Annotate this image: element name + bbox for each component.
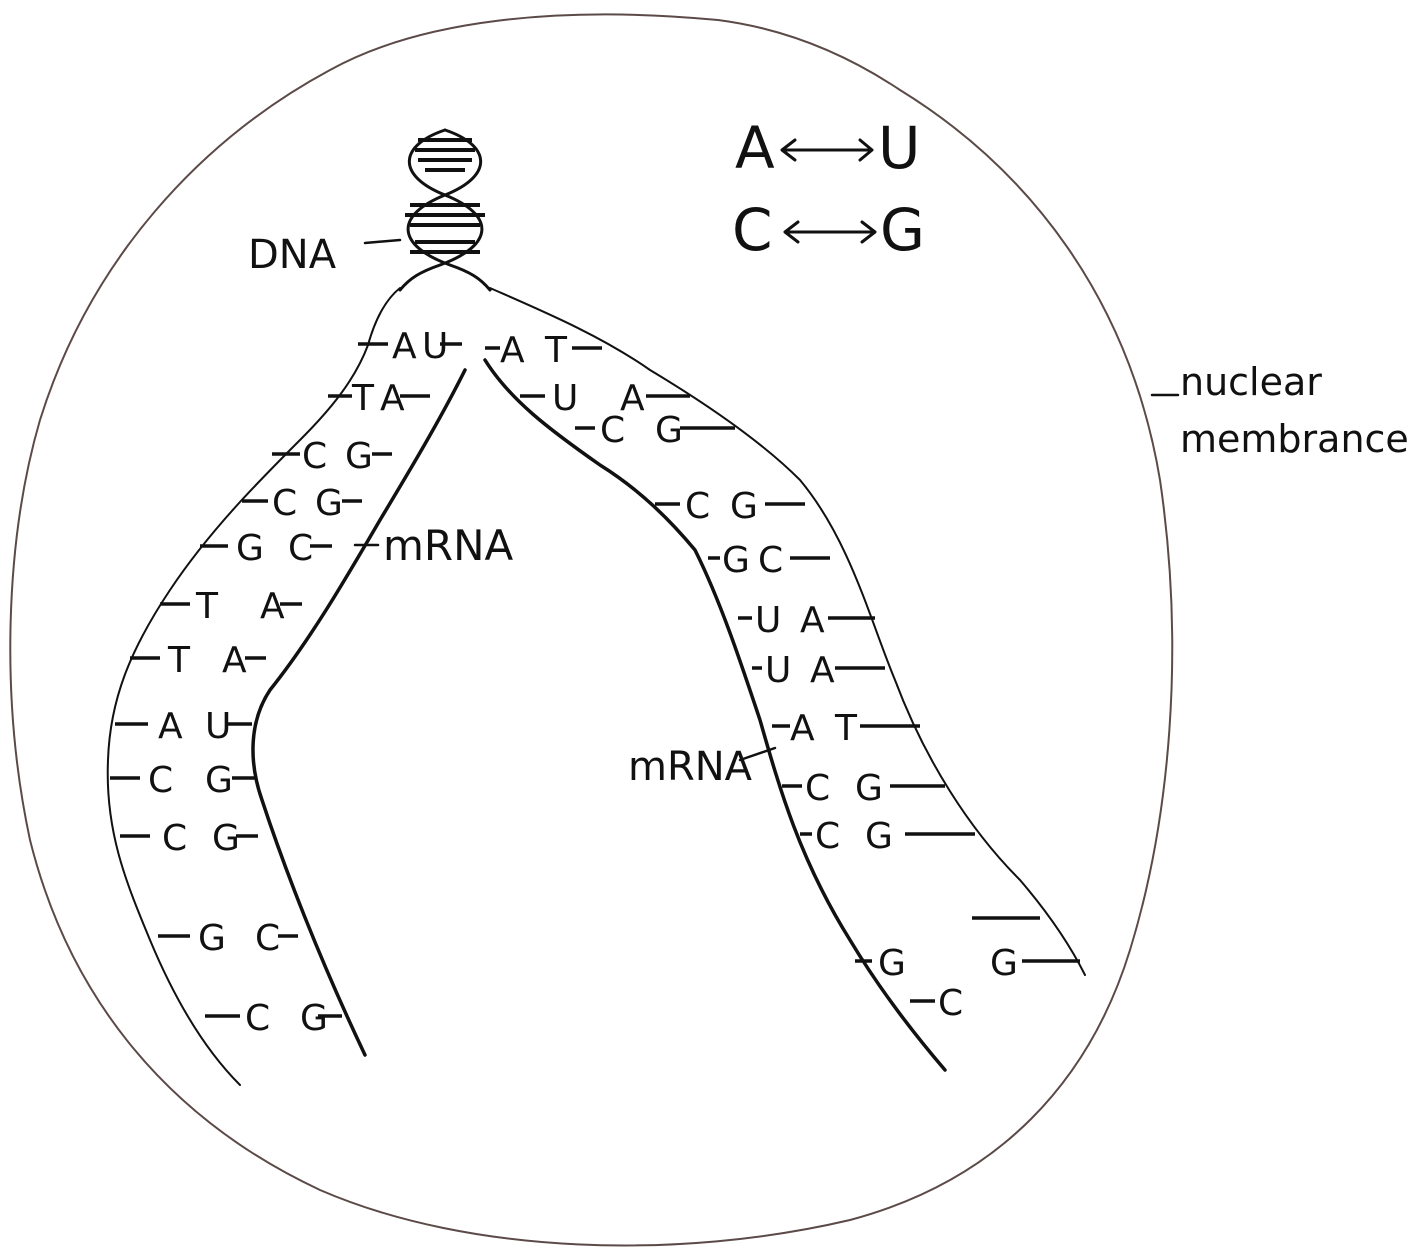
left-base-a: C bbox=[162, 818, 187, 859]
left-mrna-strand bbox=[251, 368, 467, 1057]
nuclear-label-line2: membrance bbox=[1180, 417, 1409, 461]
key-u-label: U bbox=[878, 114, 920, 182]
left-base-a: A bbox=[392, 326, 417, 367]
right-base-b: G bbox=[855, 768, 883, 809]
right-base-b: T bbox=[544, 330, 568, 371]
right-base-a: C bbox=[815, 816, 840, 857]
left-base-b: A bbox=[222, 640, 247, 681]
right-base-a: G bbox=[722, 540, 750, 581]
left-base-a: T bbox=[195, 586, 219, 627]
left-base-b: G bbox=[300, 998, 328, 1039]
base-pair-key: A U C G bbox=[732, 114, 925, 264]
mrna-right-label-line bbox=[738, 746, 777, 762]
key-c-label: C bbox=[732, 196, 773, 264]
left-base-b: G bbox=[205, 760, 233, 801]
left-base-b: G bbox=[315, 483, 343, 524]
dna-label-line bbox=[363, 238, 402, 245]
double-arrow-icon bbox=[780, 138, 874, 162]
right-base-b: G bbox=[655, 410, 683, 451]
right-base-b: A bbox=[800, 600, 825, 641]
left-base-a: C bbox=[245, 998, 270, 1039]
left-base-a: A bbox=[158, 706, 183, 747]
right-base-b: T bbox=[834, 708, 858, 749]
left-base-b: A bbox=[380, 378, 405, 419]
dna-helix-icon bbox=[398, 128, 492, 292]
right-base-a: C bbox=[805, 768, 830, 809]
left-base-b: C bbox=[255, 918, 280, 959]
left-base-a: C bbox=[148, 760, 173, 801]
right-base-b: G bbox=[990, 943, 1018, 984]
left-base-b: A bbox=[260, 586, 285, 627]
nuclear-membrane-outline bbox=[9, 13, 1174, 1247]
double-arrow-icon bbox=[783, 220, 877, 244]
right-base-b: G bbox=[865, 816, 893, 857]
left-base-a: T bbox=[167, 640, 191, 681]
right-base-a: U bbox=[755, 600, 781, 641]
left-base-a: G bbox=[236, 528, 264, 569]
right-base-a: C bbox=[685, 486, 710, 527]
left-base-a: G bbox=[198, 918, 226, 959]
right-base-b: A bbox=[810, 650, 835, 691]
left-template-strand bbox=[106, 287, 401, 1086]
right-base-a: C bbox=[938, 983, 963, 1024]
key-g-label: G bbox=[880, 196, 925, 264]
left-base-b: U bbox=[422, 326, 448, 367]
left-base-a: C bbox=[272, 483, 297, 524]
nuclear-label-line1: nuclear bbox=[1180, 360, 1322, 404]
right-template-strand bbox=[489, 287, 1086, 976]
left-base-b: U bbox=[205, 706, 231, 747]
right-base-a: U bbox=[765, 650, 791, 691]
left-base-a: T bbox=[351, 378, 375, 419]
right-base-a: A bbox=[500, 330, 525, 371]
right-base-b: G bbox=[730, 486, 758, 527]
left-base-b: G bbox=[212, 818, 240, 859]
right-base-a: C bbox=[600, 410, 625, 451]
left-base-b: C bbox=[288, 528, 313, 569]
right-base-b: C bbox=[758, 540, 783, 581]
right-base-a: G bbox=[878, 943, 906, 984]
left-base-a: C bbox=[302, 436, 327, 477]
right-base-b: A bbox=[620, 378, 645, 419]
right-base-a: U bbox=[552, 378, 578, 419]
right-base-a: A bbox=[790, 708, 815, 749]
right-mrna-strand bbox=[483, 358, 947, 1072]
mrna-right-label: mRNA bbox=[628, 744, 753, 790]
mrna-left-label: mRNA bbox=[383, 521, 514, 570]
key-a-label: A bbox=[735, 114, 775, 182]
left-base-b: G bbox=[345, 436, 373, 477]
dna-label: DNA bbox=[248, 232, 337, 278]
